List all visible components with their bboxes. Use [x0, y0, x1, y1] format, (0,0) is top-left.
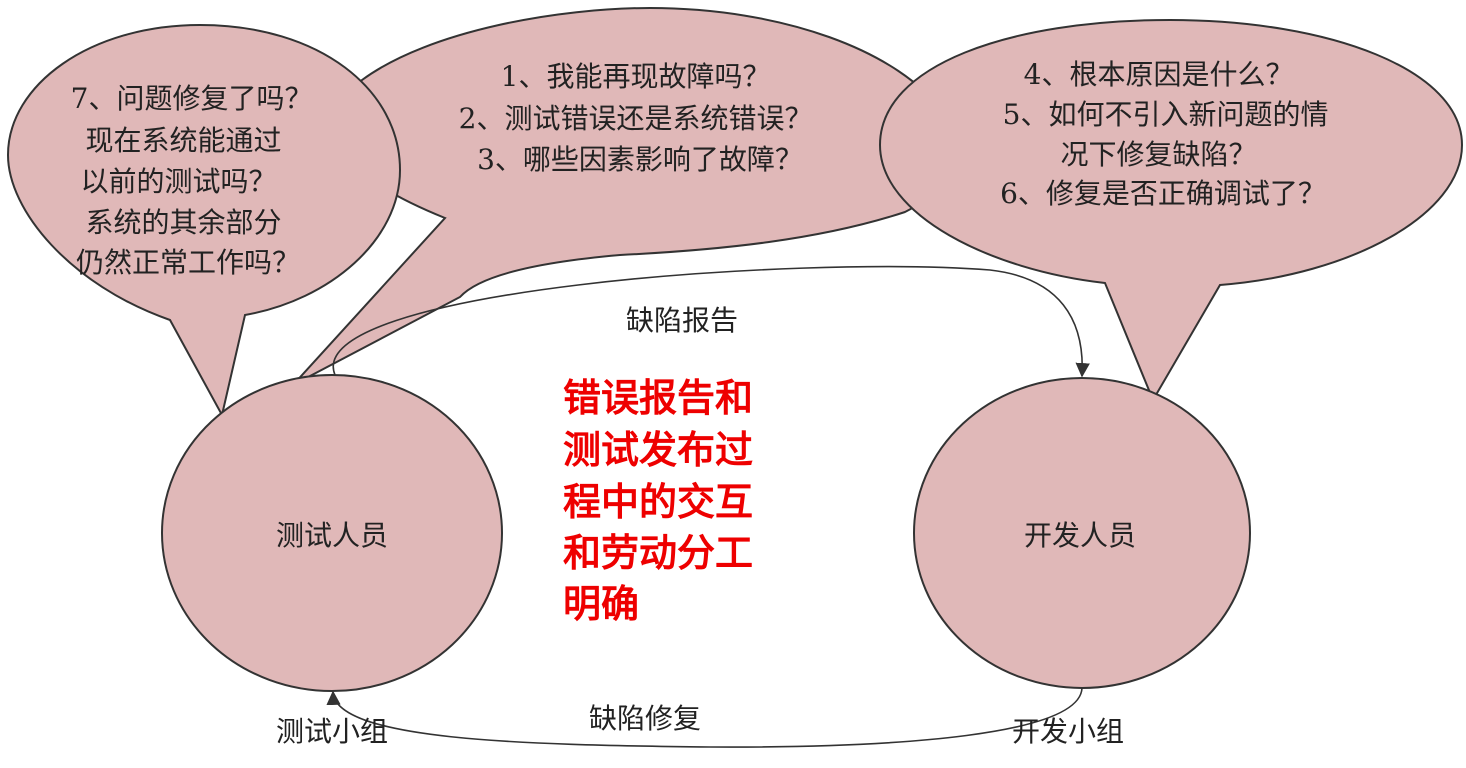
- bubble-left-line-3: 以前的测试吗？: [81, 165, 277, 198]
- tester-node: 测试人员: [161, 374, 503, 692]
- bubble-right-line-3: 况下修复缺陷？: [1061, 138, 1257, 171]
- bubble-right-line-1: 4、根本原因是什么？: [1024, 58, 1294, 91]
- highlight-line-4: 和劳动分工: [563, 531, 753, 575]
- defect-report-arrow: [332, 265, 1090, 378]
- highlight-line-1: 错误报告和: [563, 376, 753, 420]
- defect-report-label: 缺陷报告: [626, 304, 738, 337]
- developer-node: 开发人员: [913, 377, 1251, 689]
- bubble-center: 1、我能再现故障吗？ 2、测试错误还是系统错误？ 3、哪些因素影响了故障？: [292, 6, 949, 386]
- bubble-left-line-2: 现在系统能通过: [86, 124, 282, 157]
- highlight-line-2: 测试发布过: [563, 428, 753, 472]
- bubble-left-text: 7、问题修复了吗？ 现在系统能通过 以前的测试吗？ 系统的其余部分 仍然正常工作…: [71, 82, 322, 279]
- developer-group-caption: 开发小组: [1012, 715, 1124, 748]
- developer-label: 开发人员: [1024, 519, 1136, 552]
- tester-circle: [161, 374, 503, 692]
- bubble-right-shape: [878, 18, 1464, 403]
- bubble-right: 4、根本原因是什么？ 5、如何不引入新问题的情 况下修复缺陷？ 6、修复是否正确…: [878, 18, 1464, 403]
- developer-circle: [913, 377, 1251, 689]
- bubble-center-line-1: 1、我能再现故障吗？: [501, 60, 771, 93]
- tester-label: 测试人员: [276, 519, 388, 552]
- bubble-center-line-2: 2、测试错误还是系统错误？: [459, 102, 813, 135]
- bubble-right-line-2: 5、如何不引入新问题的情: [1003, 98, 1329, 131]
- defect-fix-label: 缺陷修复: [589, 702, 701, 735]
- bubble-left-line-5: 仍然正常工作吗？: [76, 246, 300, 279]
- highlight-line-5: 明确: [563, 582, 639, 626]
- bubble-center-text: 1、我能再现故障吗？ 2、测试错误还是系统错误？ 3、哪些因素影响了故障？: [459, 60, 822, 176]
- bubble-right-text: 4、根本原因是什么？ 5、如何不引入新问题的情 况下修复缺陷？ 6、修复是否正确…: [1000, 58, 1337, 210]
- bubble-left-shape: [6, 23, 402, 418]
- bubble-left-line-1: 7、问题修复了吗？: [71, 82, 313, 115]
- defect-fix-arrow: [326, 687, 1083, 748]
- bubble-center-line-3: 3、哪些因素影响了故障？: [477, 143, 803, 176]
- highlight-line-3: 程中的交互: [563, 480, 753, 524]
- tester-group-caption: 测试小组: [276, 715, 388, 748]
- bubble-left-line-4: 系统的其余部分: [86, 206, 282, 239]
- bubble-right-line-4: 6、修复是否正确调试了？: [1000, 177, 1326, 210]
- highlight-text: 错误报告和 测试发布过 程中的交互 和劳动分工 明确: [563, 376, 766, 626]
- bubble-left: 7、问题修复了吗？ 现在系统能通过 以前的测试吗？ 系统的其余部分 仍然正常工作…: [6, 23, 402, 418]
